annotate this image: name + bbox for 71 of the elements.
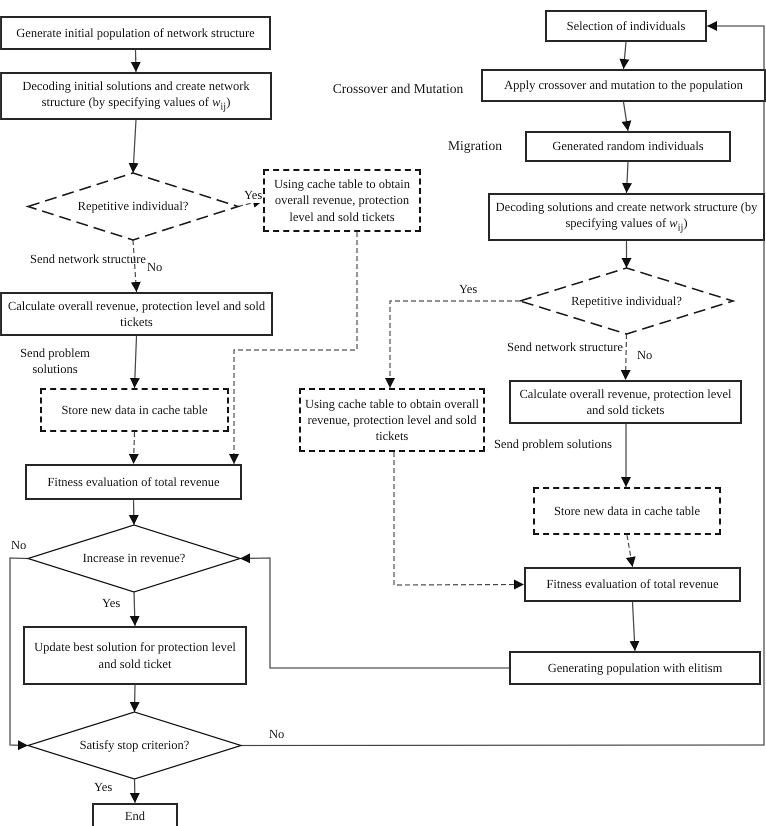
decision-diamond (28, 173, 238, 240)
node-text: Repetitive individual? (570, 292, 683, 310)
process-box (40, 388, 229, 432)
node-text: Decoding solutions and create network structure (by specifying values of w$_{ij}$) (494, 198, 758, 236)
process-box (481, 69, 766, 102)
node-text: Satisfy stop criterion? (78, 737, 190, 754)
node-text: Update best solution for protection level and sold ticket (33, 639, 237, 672)
node-text: Decoding initial solutions and create network structure (by specifying values of w$_{ij}$) (21, 78, 251, 114)
process-box (524, 567, 741, 602)
process-box (525, 131, 731, 162)
node-text: Using cache table to obtain overall revenue, protection level and sold tickets (304, 396, 480, 444)
arrow (393, 452, 524, 590)
arrow (128, 500, 139, 526)
annotation-text: Send network structure (506, 339, 624, 356)
arrow (626, 534, 636, 568)
process-box (545, 10, 707, 42)
arrow (622, 241, 632, 268)
annotation-text: Send problem solutions (492, 436, 614, 452)
decision-diamond (28, 712, 241, 779)
node-text: Store new data in cache table (60, 402, 209, 418)
arrow (9, 557, 28, 750)
arrow (620, 334, 631, 380)
process-box (509, 380, 742, 424)
stage-label: Migration (447, 137, 503, 155)
arrow (128, 120, 139, 174)
node-text: Apply crossover and mutation to the population (503, 77, 744, 94)
node-text: Using cache table to obtain overall revenue, protection level and sold tickets (272, 176, 412, 225)
node-text: Generated random individuals (551, 138, 705, 155)
edge-label: Yes (243, 188, 264, 203)
arrow (241, 21, 765, 746)
node-text: Calculate overall revenue, protection level and sold tickets (518, 386, 733, 418)
arrow (229, 232, 358, 464)
arrow (130, 50, 141, 72)
process-box (299, 388, 485, 452)
stage-label: Crossover and Mutation (332, 80, 464, 98)
arrow (130, 778, 140, 804)
arrow (622, 162, 632, 194)
arrow (240, 553, 509, 669)
process-box (92, 803, 178, 826)
process-box (488, 193, 765, 241)
arrow (385, 300, 520, 388)
node-text: Generating population with elitism (546, 660, 724, 676)
node-text: End (124, 808, 146, 824)
arrow (621, 424, 631, 487)
node-text: Fitness evaluation of total revenue (46, 474, 221, 490)
arrow (130, 684, 140, 712)
annotation-text: Send problem solutions (19, 345, 91, 378)
node-text: Calculate overall revenue, protection level and sold tickets (6, 298, 266, 330)
node-text: Selection of individuals (566, 18, 686, 34)
process-box (0, 292, 273, 336)
arrow (130, 240, 141, 292)
arrow (128, 432, 139, 464)
node-text: Increase in revenue? (82, 550, 186, 567)
arrow (130, 592, 140, 626)
process-box (23, 626, 247, 685)
process-box (263, 169, 421, 232)
process-box (25, 464, 242, 500)
arrow (622, 102, 632, 132)
arrow (619, 42, 630, 70)
process-box (509, 651, 761, 685)
process-box (533, 487, 721, 535)
node-text: Repetitive individual? (76, 198, 190, 215)
decision-diamond (520, 268, 733, 334)
process-box (0, 16, 271, 50)
arrow (630, 602, 640, 652)
node-text: Generate initial population of network structure (15, 24, 256, 42)
node-text: Store new data in cache table (552, 502, 702, 520)
process-box (0, 72, 272, 120)
arrow (130, 336, 140, 388)
decision-diamond (28, 525, 240, 592)
node-text: Fitness evaluation of total revenue (545, 576, 720, 593)
